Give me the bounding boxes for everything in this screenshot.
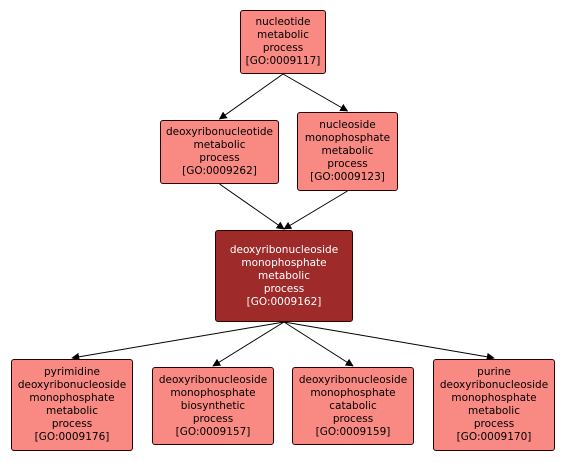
node-label: nucleoside monophosphate metabolic proce… — [304, 119, 391, 183]
node-deoxyribonucleotide-metabolic-process[interactable]: deoxyribonucleotide metabolic process [G… — [160, 120, 279, 184]
node-label: deoxyribonucleoside monophosphate catabo… — [298, 373, 408, 438]
node-purine-deoxyribonucleoside-monophosphate-metabolic-process[interactable]: purine deoxyribonucleoside monophosphate… — [433, 359, 555, 451]
edge-n0009123-n0009162 — [283, 190, 348, 230]
node-label: deoxyribonucleotide metabolic process [G… — [165, 126, 274, 177]
node-label: deoxyribonucleoside monophosphate biosyn… — [158, 373, 268, 438]
edge-n0009262-n0009162 — [219, 183, 285, 230]
edge-n0009162-n0009157 — [212, 321, 285, 367]
node-label: nucleotide metabolic process [GO:0009117… — [245, 16, 321, 67]
node-nucleoside-monophosphate-metabolic-process[interactable]: nucleoside monophosphate metabolic proce… — [297, 112, 398, 191]
edge-n0009162-n0009176 — [71, 321, 285, 361]
edge-n0009162-n0009159 — [283, 321, 354, 367]
node-label: pyrimidine deoxyribonucleoside monophosp… — [17, 366, 127, 443]
node-label: deoxyribonucleoside monophosphate metabo… — [229, 243, 339, 308]
node-deoxyribonucleoside-monophosphate-metabolic-process[interactable]: deoxyribonucleoside monophosphate metabo… — [215, 230, 353, 322]
edge-n0009117-n0009262 — [218, 73, 284, 120]
node-nucleotide-metabolic-process[interactable]: nucleotide metabolic process [GO:0009117… — [240, 10, 326, 74]
node-pyrimidine-deoxyribonucleoside-monophosphate-metabolic-process[interactable]: pyrimidine deoxyribonucleoside monophosp… — [11, 359, 133, 451]
node-label: purine deoxyribonucleoside monophosphate… — [439, 366, 549, 443]
node-deoxyribonucleoside-monophosphate-catabolic-process[interactable]: deoxyribonucleoside monophosphate catabo… — [292, 367, 414, 445]
node-deoxyribonucleoside-monophosphate-biosynthetic-process[interactable]: deoxyribonucleoside monophosphate biosyn… — [152, 367, 274, 445]
edge-n0009117-n0009123 — [282, 73, 349, 112]
edge-n0009162-n0009170 — [283, 321, 495, 361]
